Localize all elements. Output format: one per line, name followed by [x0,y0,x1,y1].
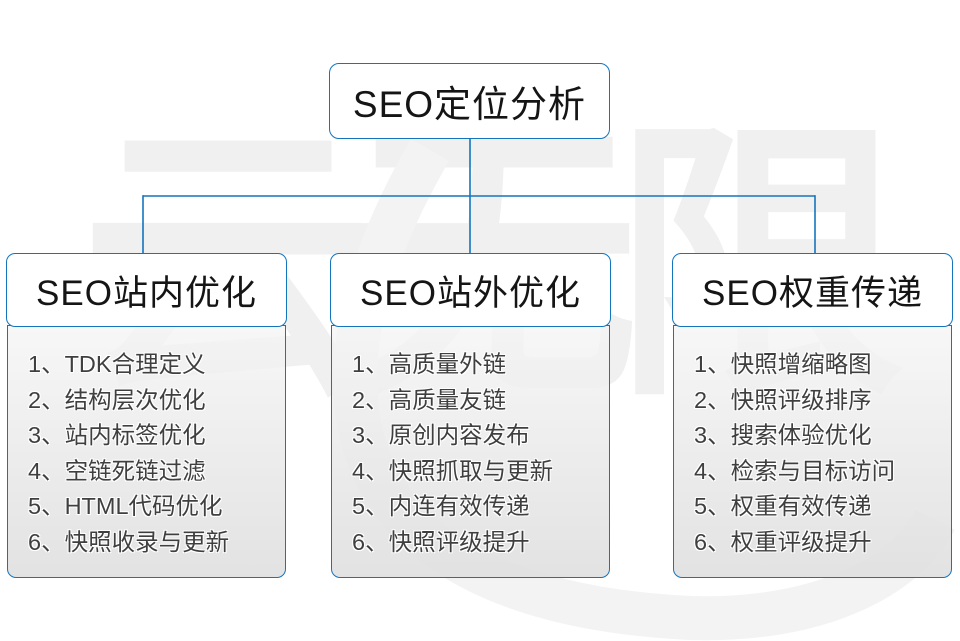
column-weight-title-box: SEO权重传递 [672,253,953,327]
column-title: SEO站外优化 [360,273,581,313]
list-item: 4、检索与目标访问 [694,457,896,484]
list-item: 3、原创内容发布 [352,422,530,449]
column-onsite: SEO站内优化 1、TDK合理定义 2、结构层次优化 3、站内标签优化 4、空链… [6,253,287,578]
list-item: 1、快照增缩略图 [694,351,872,377]
column-offsite: SEO站外优化 1、高质量外链 2、高质量友链 3、原创内容发布 4、快照抓取与… [330,253,611,578]
list-item: 3、搜索体验优化 [694,422,872,449]
list-item: 3、站内标签优化 [28,422,206,449]
list-item: 5、内连有效传递 [352,493,530,520]
list-item: 5、HTML代码优化 [28,493,223,520]
column-onsite-list: 1、TDK合理定义 2、结构层次优化 3、站内标签优化 4、空链死链过滤 5、H… [7,325,286,578]
column-onsite-title-box: SEO站内优化 [6,253,287,327]
list-item: 1、TDK合理定义 [28,351,206,377]
list-item: 2、快照评级排序 [694,386,872,413]
list-item: 5、权重有效传递 [694,493,872,520]
list-item: 1、高质量外链 [352,351,507,377]
column-weight-list: 1、快照增缩略图 2、快照评级排序 3、搜索体验优化 4、检索与目标访问 5、权… [673,325,952,578]
list-item: 6、快照收录与更新 [28,528,230,555]
list-item: 2、高质量友链 [352,386,507,413]
column-title: SEO站内优化 [36,273,257,313]
list-item: 4、快照抓取与更新 [352,457,554,484]
column-offsite-list: 1、高质量外链 2、高质量友链 3、原创内容发布 4、快照抓取与更新 5、内连有… [331,325,610,578]
root-node-label: SEO定位分析 [352,84,587,125]
list-item: 6、权重评级提升 [694,528,872,555]
column-weight: SEO权重传递 1、快照增缩略图 2、快照评级排序 3、搜索体验优化 4、检索与… [672,253,953,578]
column-offsite-title-box: SEO站外优化 [330,253,611,327]
column-title: SEO权重传递 [702,273,923,313]
list-item: 6、快照评级提升 [352,528,530,555]
list-item: 2、结构层次优化 [28,386,206,413]
root-node: SEO定位分析 [329,63,610,139]
list-item: 4、空链死链过滤 [28,457,206,484]
